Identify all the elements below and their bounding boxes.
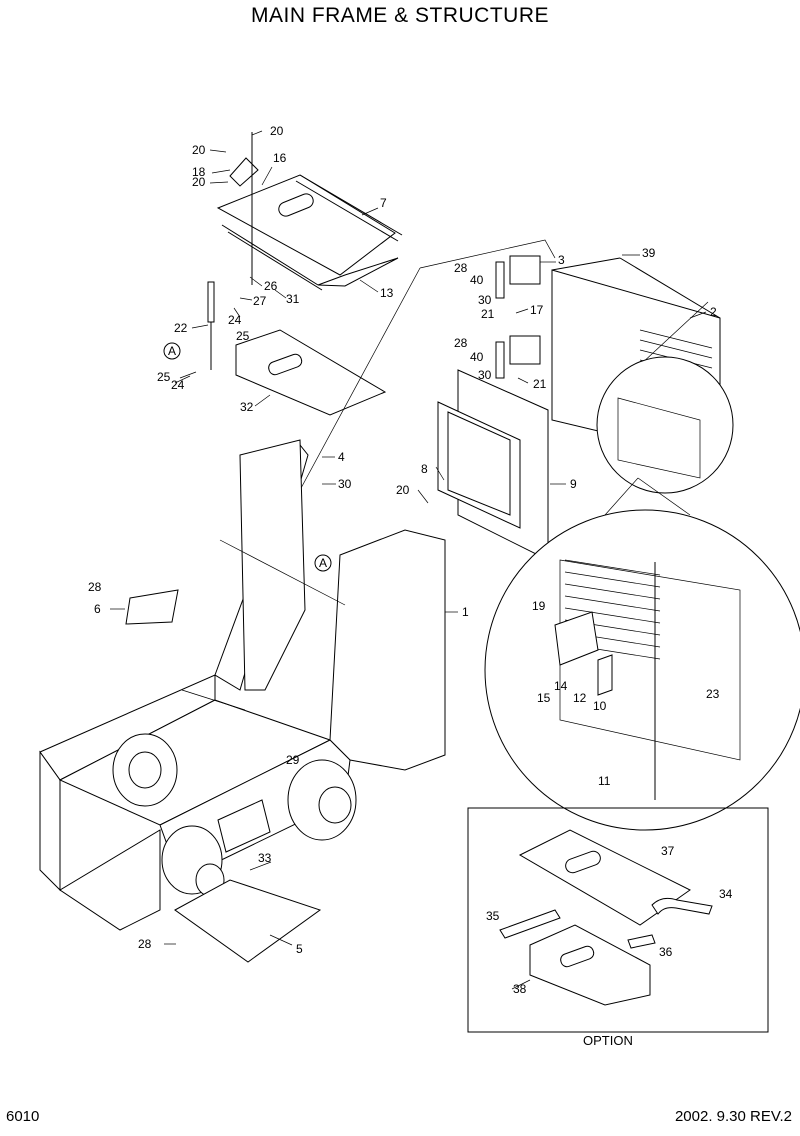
callout-15: 15 — [537, 691, 551, 705]
rear-panel-assembly — [299, 239, 734, 561]
callout-31: 31 — [286, 292, 300, 306]
seat-plate-assembly — [207, 132, 403, 416]
callout-numbers: 20 20 20 18 16 7 13 26 27 31 24 25 22 25… — [88, 124, 733, 996]
callout-19: 19 — [532, 599, 546, 613]
callout-20-d: 20 — [396, 483, 410, 497]
callout-12: 12 — [573, 691, 587, 705]
section-marker-a-frame — [314, 554, 332, 572]
detail-view-circle — [484, 477, 800, 831]
callout-14: 14 — [554, 679, 568, 693]
callout-30-a: 30 — [338, 477, 352, 491]
callout-16: 16 — [273, 151, 287, 165]
main-frame — [39, 439, 446, 963]
callout-2: 2 — [710, 305, 717, 319]
callout-8: 8 — [421, 462, 428, 476]
callout-28-c: 28 — [88, 580, 102, 594]
section-marker-a-top-label: A — [168, 344, 176, 358]
date-revision: 2002. 9.30 REV.2 — [674, 1108, 792, 1125]
leader-lines — [110, 130, 707, 990]
callout-40-a: 40 — [470, 273, 484, 287]
callout-25-b: 25 — [157, 370, 171, 384]
callout-40-b: 40 — [470, 350, 484, 364]
callout-28-b: 28 — [454, 336, 468, 350]
callout-28-d: 28 — [138, 937, 152, 951]
callout-20-a: 20 — [270, 124, 284, 138]
callout-26: 26 — [264, 279, 278, 293]
option-label: OPTION — [583, 1033, 633, 1048]
callout-37: 37 — [661, 844, 675, 858]
callout-39: 39 — [642, 246, 656, 260]
callout-23: 23 — [706, 687, 720, 701]
callout-35: 35 — [486, 909, 500, 923]
callout-34: 34 — [719, 887, 733, 901]
callout-21-a: 21 — [481, 307, 495, 321]
callout-7: 7 — [380, 196, 387, 210]
callout-30-b: 30 — [478, 293, 492, 307]
callout-3: 3 — [558, 253, 565, 267]
callout-1: 1 — [462, 605, 469, 619]
callout-36: 36 — [659, 945, 673, 959]
callout-13: 13 — [380, 286, 394, 300]
callout-32: 32 — [240, 400, 254, 414]
callout-24-a: 24 — [228, 313, 242, 327]
callout-22: 22 — [174, 321, 188, 335]
callout-29: 29 — [286, 753, 300, 767]
page-code: 6010 — [6, 1108, 40, 1125]
option-box — [467, 807, 769, 1033]
callout-21-b: 21 — [533, 377, 547, 391]
callout-10: 10 — [593, 699, 607, 713]
callout-30-c: 30 — [478, 368, 492, 382]
callout-25-a: 25 — [236, 329, 250, 343]
section-marker-a-frame-label: A — [319, 556, 327, 570]
callout-27: 27 — [253, 294, 267, 308]
section-marker-a-top — [163, 342, 181, 360]
callout-4: 4 — [338, 450, 345, 464]
callout-20-c: 20 — [192, 175, 206, 189]
callout-33: 33 — [258, 851, 272, 865]
callout-38: 38 — [513, 982, 527, 996]
callout-24-b: 24 — [171, 378, 185, 392]
callout-18: 18 — [192, 165, 206, 179]
callout-9: 9 — [570, 477, 577, 491]
callout-20-b: 20 — [192, 143, 206, 157]
callout-17: 17 — [530, 303, 544, 317]
callout-6: 6 — [94, 602, 101, 616]
page-title: MAIN FRAME & STRUCTURE — [250, 4, 549, 27]
callout-28-a: 28 — [454, 261, 468, 275]
callout-5: 5 — [296, 942, 303, 956]
callout-11: 11 — [598, 774, 611, 788]
